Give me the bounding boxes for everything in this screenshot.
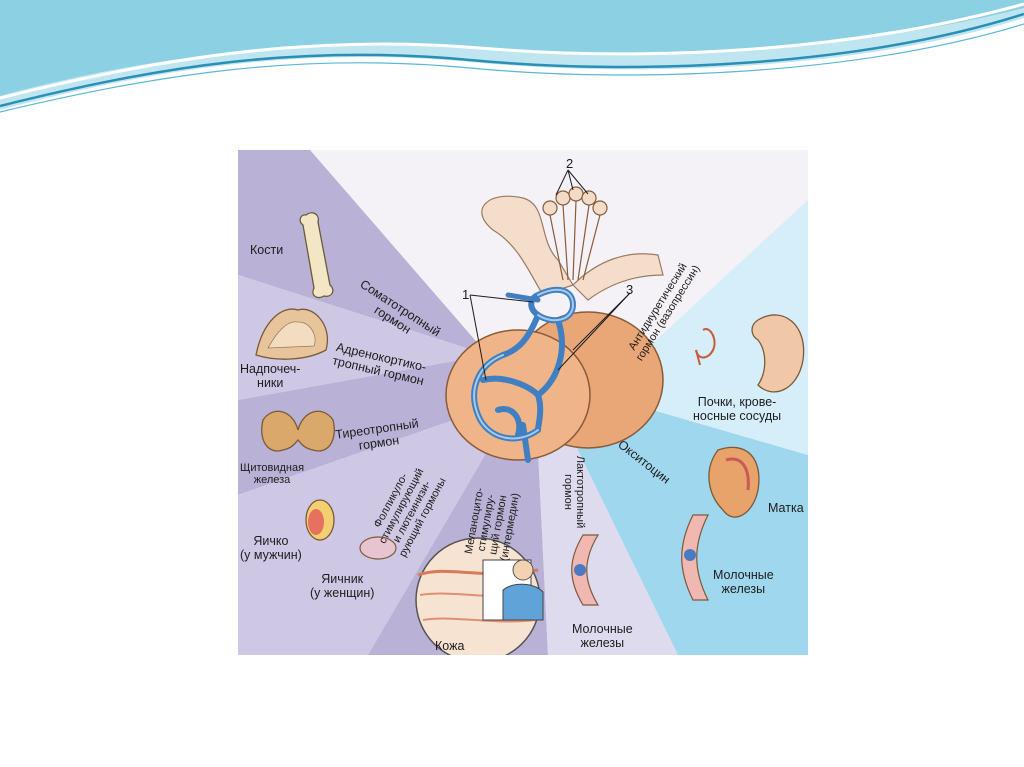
pituitary-hormones-diagram: 1 2 3 Кости Надпочеч- ники Щитовидная же…	[238, 150, 808, 655]
label-kidneys: Почки, крове- носные сосуды	[693, 395, 781, 423]
label-mammary-right: Молочные железы	[713, 568, 774, 596]
label-skin: Кожа	[435, 639, 464, 653]
marker-2: 2	[566, 156, 573, 171]
label-ovary: Яичник (у женщин)	[310, 572, 374, 600]
marker-3: 3	[626, 282, 633, 297]
label-lactotropic-hormone: Лактотропный гормон	[562, 456, 586, 528]
label-adrenals: Надпочеч- ники	[240, 362, 300, 390]
marker-1: 1	[462, 287, 469, 302]
label-mammary-lower: Молочные железы	[572, 622, 633, 650]
label-uterus: Матка	[768, 501, 804, 515]
header-wave-decoration	[0, 0, 1024, 120]
label-bones: Кости	[250, 243, 283, 257]
label-thyroid: Щитовидная железа	[240, 462, 304, 486]
label-testis: Яичко (у мужчин)	[240, 534, 302, 562]
